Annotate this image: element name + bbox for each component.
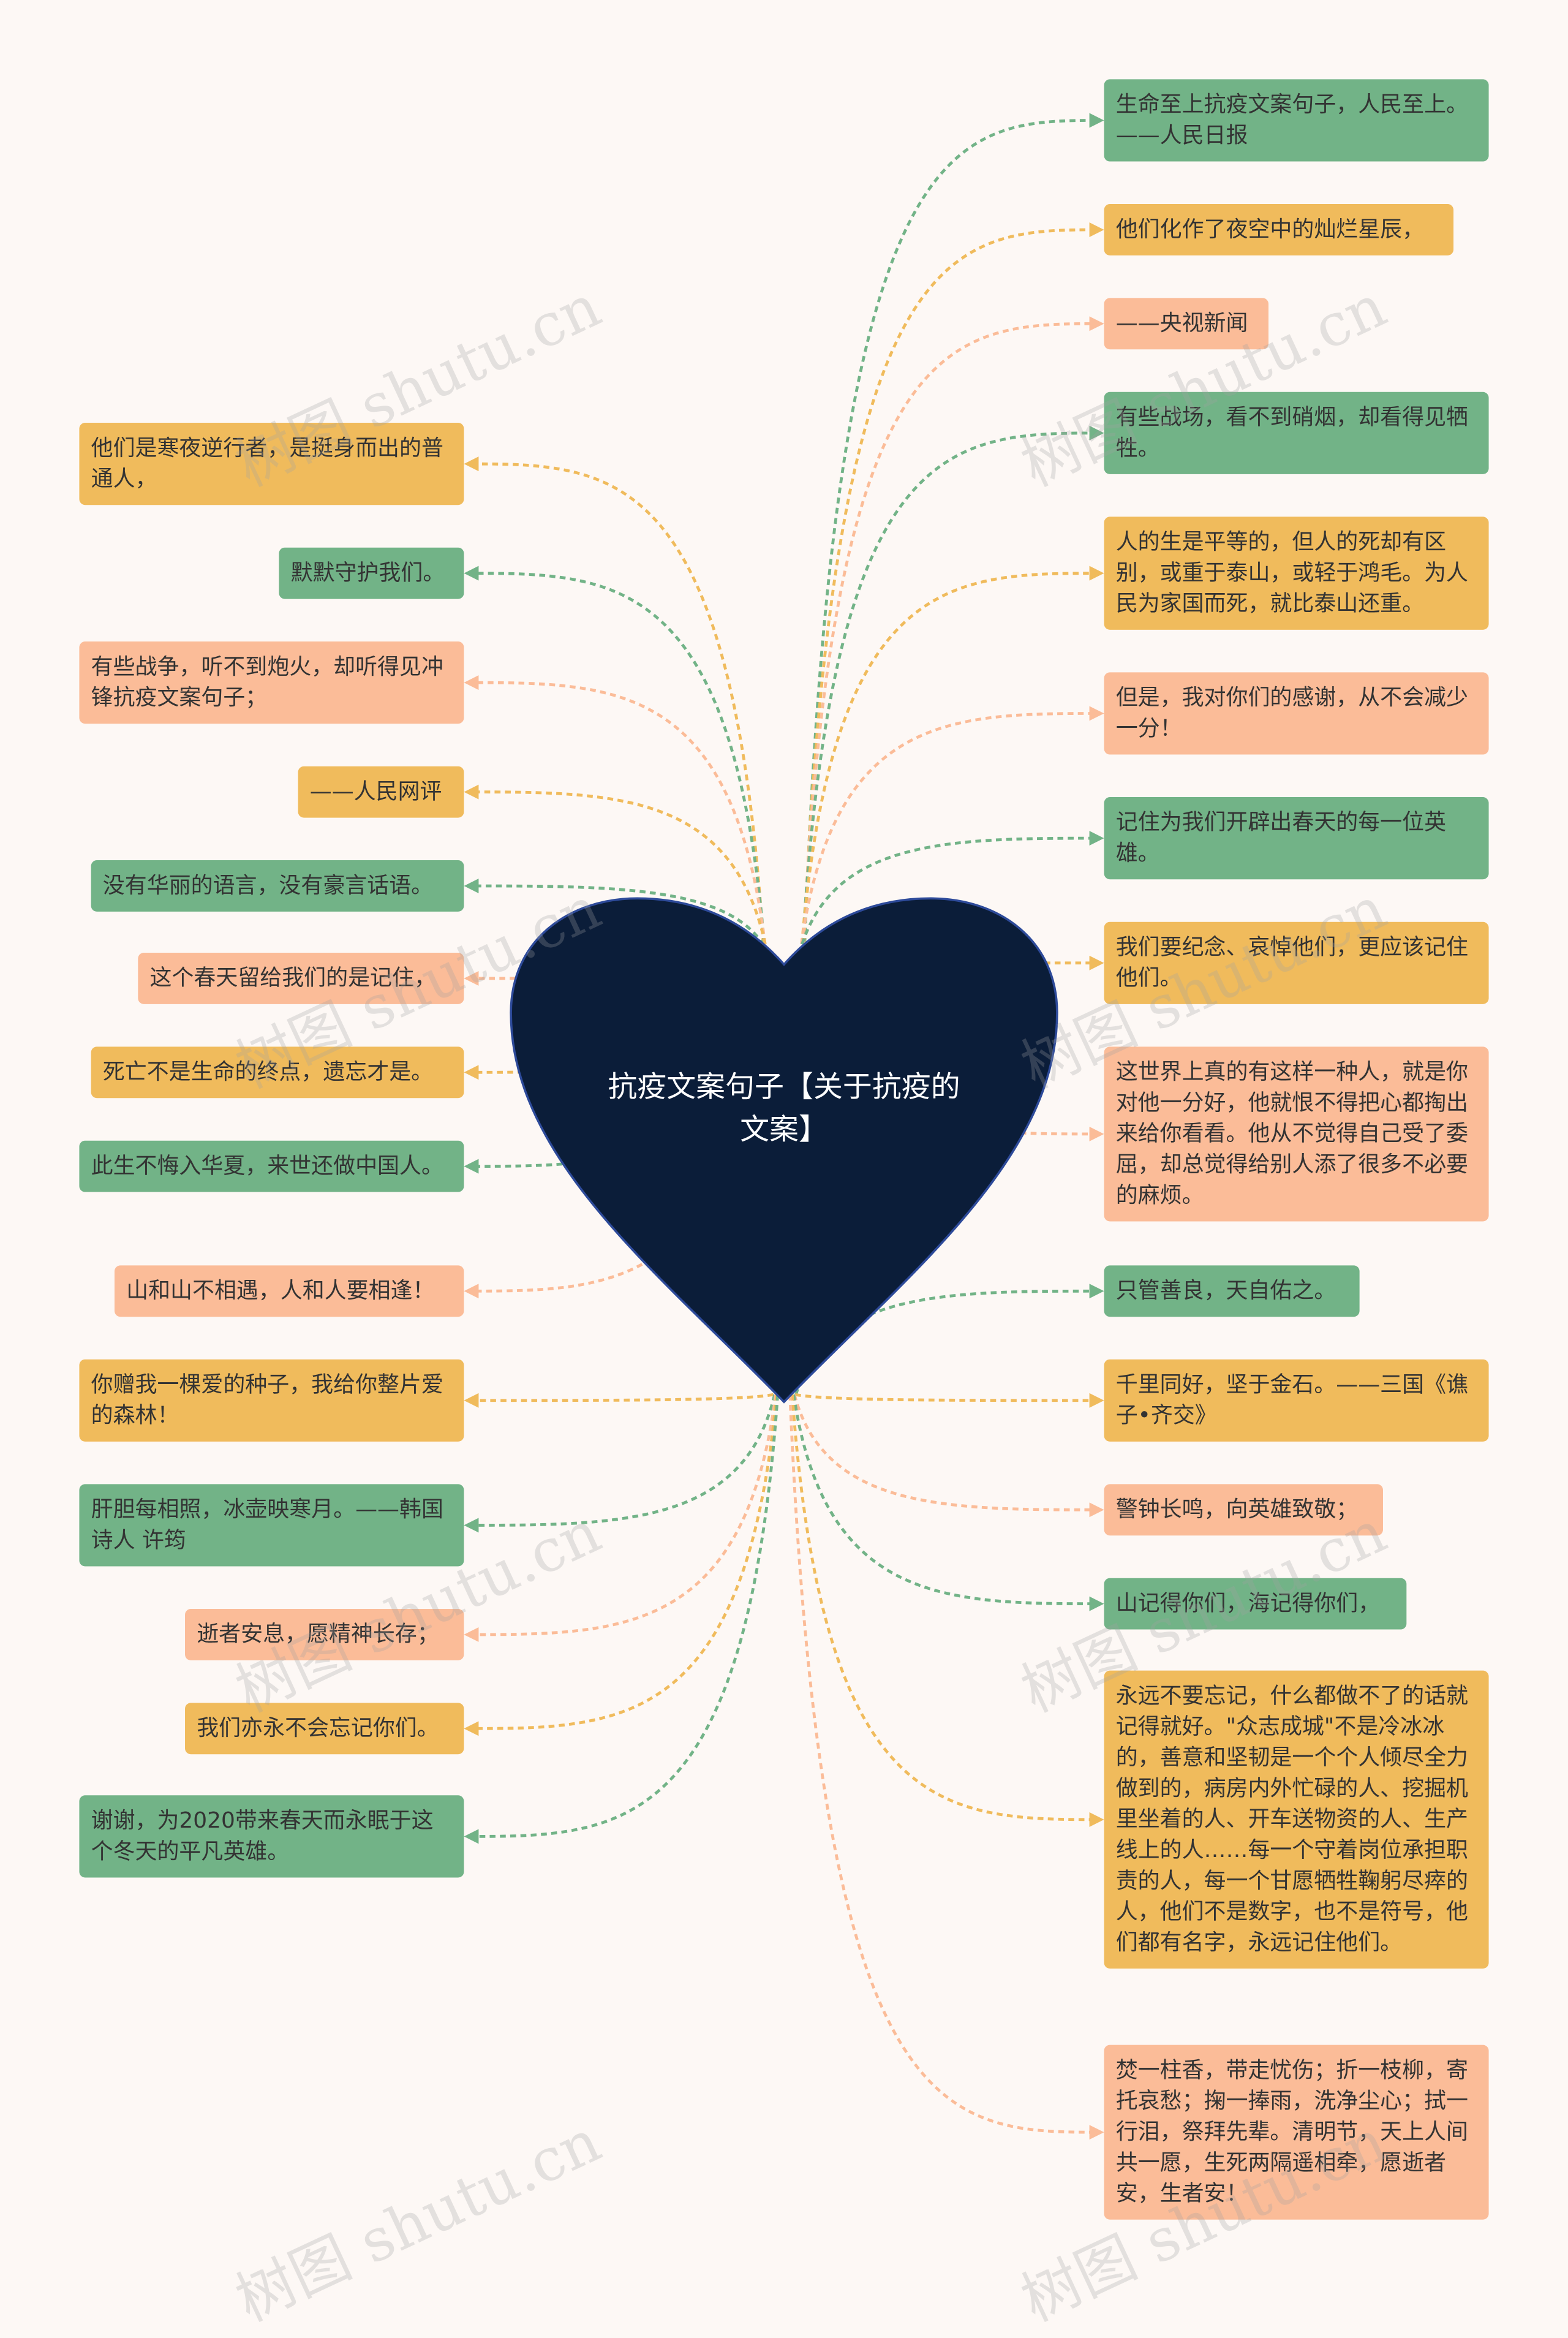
left-node[interactable]: 他们是寒夜逆行者，是挺身而出的普通人，	[79, 423, 464, 505]
connector-line	[464, 879, 770, 955]
left-node[interactable]: 死亡不是生命的终点，遗忘才是。	[91, 1046, 464, 1099]
left-node[interactable]: 默默守护我们。	[279, 547, 464, 599]
connector-line	[464, 456, 766, 955]
right-node[interactable]: 永远不要忘记，什么都做不了的话就记得就好。"众志成城"不是冷冰冰的，善意和坚韧是…	[1104, 1670, 1489, 1969]
connector-line	[802, 113, 1104, 955]
right-node[interactable]: 焚一柱香，带走忧伤；折一枝柳，寄托哀愁；掬一捧雨，洗净尘心；拭一行泪，祭拜先辈。…	[1104, 2045, 1489, 2220]
connector-line	[788, 1394, 1104, 2140]
connector-line	[798, 706, 1104, 955]
right-node[interactable]: 千里同好，坚于金石。——三国《谯子•齐交》	[1104, 1359, 1489, 1442]
right-node[interactable]: 有些战场，看不到硝烟，却看得见牺牲。	[1104, 392, 1489, 474]
left-node[interactable]: 谢谢，为2020带来春天而永眠于这个冬天的平凡英雄。	[79, 1795, 464, 1878]
left-node[interactable]: 此生不悔入华夏，来世还做中国人。	[79, 1140, 464, 1192]
right-node[interactable]: 只管善良，天自佑之。	[1104, 1265, 1360, 1317]
connector-line	[464, 566, 767, 955]
left-node[interactable]: 我们亦永不会忘记你们。	[185, 1703, 464, 1755]
connector-line	[464, 784, 769, 955]
connector-line	[464, 675, 768, 955]
right-node[interactable]: 山记得你们，海记得你们，	[1104, 1578, 1407, 1630]
connector-line	[464, 1394, 778, 1736]
connector-line	[797, 831, 1104, 955]
connector-line	[801, 316, 1104, 955]
left-node[interactable]: 没有华丽的语言，没有豪言话语。	[91, 860, 464, 912]
connector-line	[790, 1394, 1104, 1827]
left-node[interactable]: 肝胆每相照，冰壶映寒月。——韩国诗人 许筠	[79, 1484, 464, 1567]
connector-line	[799, 566, 1104, 955]
right-node[interactable]: 他们化作了夜空中的灿烂星辰，	[1104, 204, 1454, 255]
right-node[interactable]: ——央视新闻	[1104, 298, 1269, 350]
connector-line	[464, 1394, 777, 1642]
left-node[interactable]: 山和山不相遇，人和人要相逢！	[114, 1265, 464, 1317]
connector-line	[801, 425, 1104, 955]
connector-line	[464, 1394, 780, 1844]
connector-line	[793, 1394, 1104, 1518]
root-heart[interactable]	[510, 897, 1058, 1404]
right-node[interactable]: 记住为我们开辟出春天的每一位英雄。	[1104, 797, 1489, 880]
left-node[interactable]: ——人民网评	[298, 766, 464, 818]
connector-line	[464, 1394, 776, 1533]
left-node[interactable]: 逝者安息，愿精神长存；	[185, 1609, 464, 1660]
right-node[interactable]: 我们要纪念、哀悼他们，更应该记住他们。	[1104, 921, 1489, 1004]
root-title[interactable]: 抗疫文案句子【关于抗疫的文案】	[608, 1069, 960, 1147]
connector-line	[794, 1393, 1104, 1408]
right-node[interactable]: 人的生是平等的，但人的死却有区别，或重于泰山，或轻于鸿毛。为人民为家国而死，就比…	[1104, 516, 1489, 630]
left-node[interactable]: 这个春天留给我们的是记住，	[138, 953, 464, 1004]
left-node[interactable]: 你赠我一棵爱的种子，我给你整片爱的森林！	[79, 1359, 464, 1442]
left-node[interactable]: 有些战争，听不到炮火，却听得见冲锋抗疫文案句子；	[79, 641, 464, 724]
right-node[interactable]: 警钟长鸣，向英雄致敬；	[1104, 1484, 1383, 1536]
right-node[interactable]: 生命至上抗疫文案句子，人民至上。——人民日报	[1104, 79, 1489, 162]
connector-line	[792, 1394, 1104, 1611]
right-node[interactable]: 但是，我对你们的感谢，从不会减少一分！	[1104, 672, 1489, 755]
right-node[interactable]: 这世界上真的有这样一种人，就是你对他一分好，他就恨不得把心都掏出来给你看看。他从…	[1104, 1046, 1489, 1222]
connector-line	[802, 222, 1104, 955]
connector-line	[464, 1393, 774, 1408]
connector-line	[464, 954, 773, 1174]
